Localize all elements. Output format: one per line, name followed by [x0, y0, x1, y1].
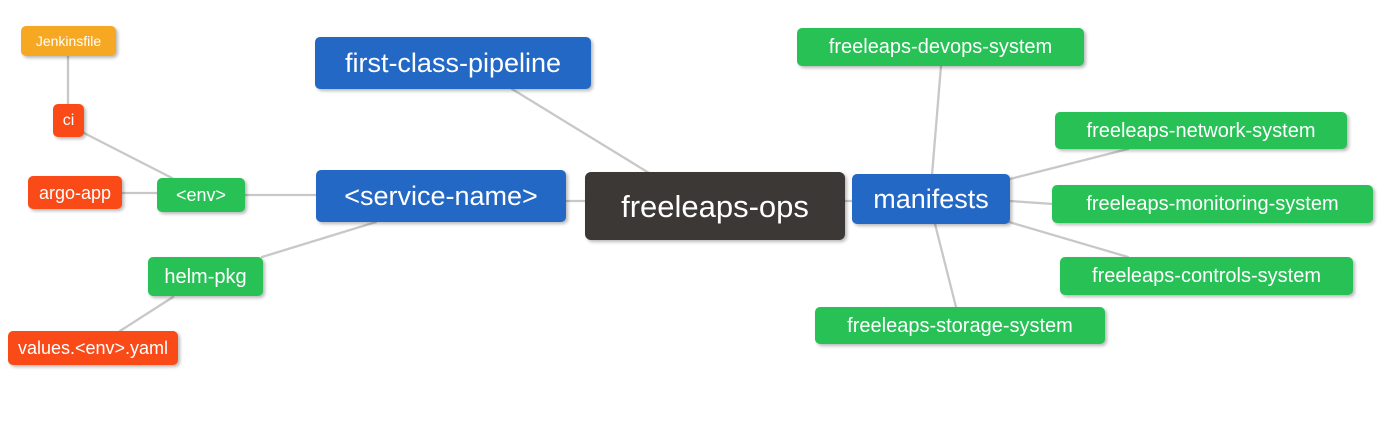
- node-freeleaps-network-system[interactable]: freeleaps-network-system: [1055, 112, 1347, 149]
- node-jenkinsfile[interactable]: Jenkinsfile: [21, 26, 116, 56]
- edge-manifests--freeleaps-monitoring-system: [1008, 199, 1055, 206]
- node-service-name[interactable]: <service-name>: [316, 170, 566, 222]
- edge-ci--env: [82, 131, 174, 180]
- node-env[interactable]: <env>: [157, 178, 245, 212]
- node-freeleaps-controls-system[interactable]: freeleaps-controls-system: [1060, 257, 1353, 295]
- node-freeleaps-ops[interactable]: freeleaps-ops: [585, 172, 845, 240]
- edge-manifests--freeleaps-storage-system: [933, 222, 958, 309]
- edge-helm-pkg--service-name: [260, 220, 378, 259]
- node-values-env-yaml[interactable]: values.<env>.yaml: [8, 331, 178, 365]
- edge-manifests--freeleaps-devops-system: [930, 64, 943, 177]
- edge-manifests--freeleaps-network-system: [1008, 147, 1130, 181]
- edge-manifests--freeleaps-controls-system: [1007, 220, 1130, 259]
- node-manifests[interactable]: manifests: [852, 174, 1010, 224]
- node-freeleaps-monitoring-system[interactable]: freeleaps-monitoring-system: [1052, 185, 1373, 223]
- edge-values-env-yaml--helm-pkg: [118, 295, 175, 333]
- node-first-class-pipeline[interactable]: first-class-pipeline: [315, 37, 591, 89]
- node-freeleaps-devops-system[interactable]: freeleaps-devops-system: [797, 28, 1084, 66]
- node-helm-pkg[interactable]: helm-pkg: [148, 257, 263, 296]
- node-freeleaps-storage-system[interactable]: freeleaps-storage-system: [815, 307, 1105, 344]
- node-argo-app[interactable]: argo-app: [28, 176, 122, 209]
- node-ci[interactable]: ci: [53, 104, 84, 137]
- edge-first-class-pipeline--freeleaps-ops: [510, 87, 651, 175]
